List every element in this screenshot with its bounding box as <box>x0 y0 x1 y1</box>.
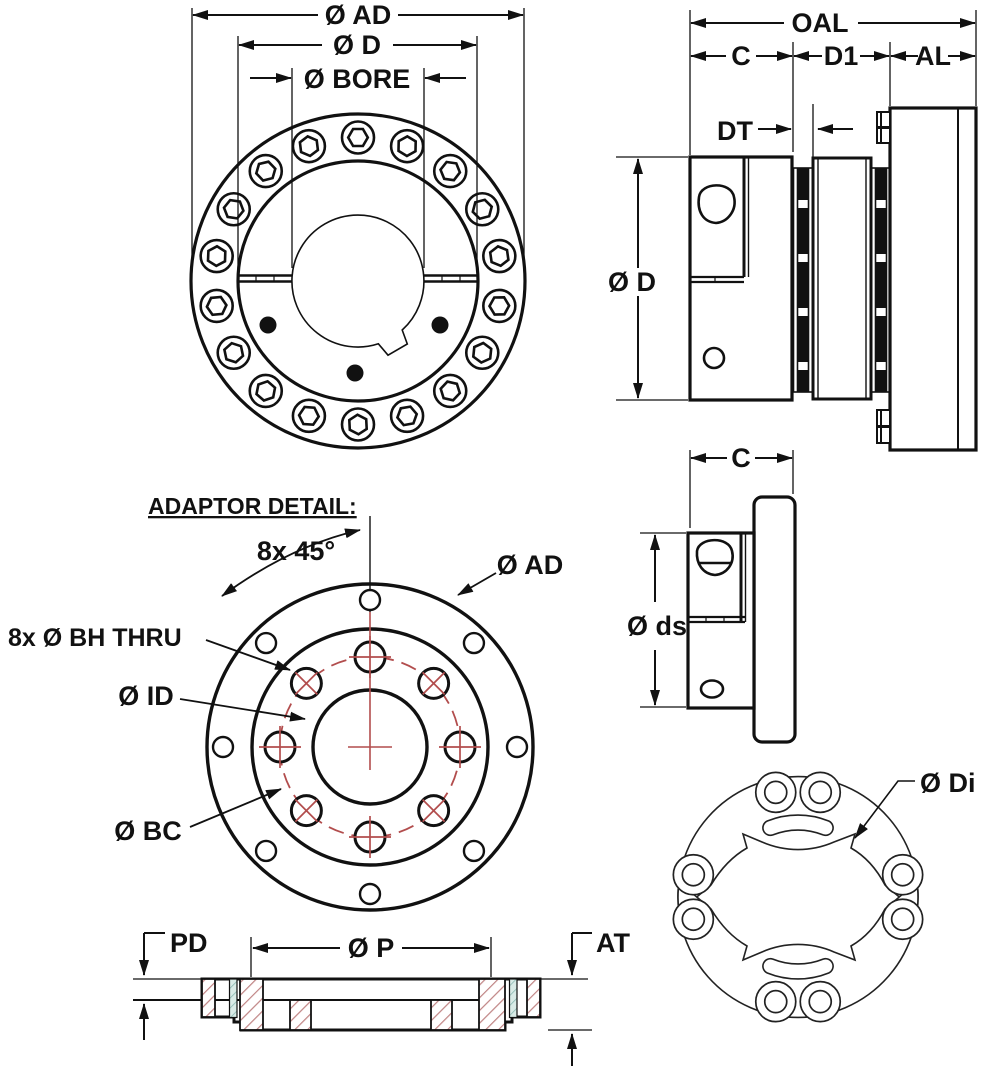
clamp-bolt-hole-2 <box>695 538 734 577</box>
hub-side-view: C Ø ds <box>627 443 797 744</box>
hex-bolt <box>432 153 468 189</box>
disc-pack-2 <box>870 167 892 393</box>
dim-label-bc: Ø BC <box>114 816 182 846</box>
note-8x45: 8x 45° <box>257 536 335 566</box>
clamp-bolt-hole <box>697 184 736 225</box>
adaptor-bolt-tabs <box>876 111 891 444</box>
dim-label-d: Ø D <box>333 30 381 60</box>
hex-bolt <box>216 191 252 227</box>
hex-bolt <box>464 335 500 371</box>
adaptor-outer-holes <box>211 588 529 906</box>
clamp-split-slit <box>238 274 478 283</box>
bolt-hole <box>259 726 301 768</box>
section-view: PD Ø P AT <box>133 928 630 1066</box>
hex-bolt <box>199 238 234 274</box>
disc-pack-1 <box>792 167 814 393</box>
outer-hole <box>462 839 486 863</box>
hub-clamp-slot-2 <box>688 533 747 624</box>
bolt-hole <box>349 636 391 678</box>
dim-label-id: Ø ID <box>118 681 174 711</box>
outer-hole <box>254 631 278 655</box>
hub-pin-hole-2 <box>699 679 725 699</box>
hex-bolt <box>432 373 468 409</box>
bolt-hole <box>417 794 451 828</box>
section-hatch-red <box>201 978 541 1031</box>
hex-bolt <box>291 128 327 164</box>
dim-label-d1: D1 <box>824 41 859 71</box>
hex-bolt <box>340 407 376 442</box>
grommet <box>754 980 797 1023</box>
adaptor-bolt-holes <box>259 636 481 858</box>
front-view: Ø AD Ø D Ø BORE <box>189 0 527 450</box>
hex-bolt <box>291 398 327 434</box>
hub-flange-plate <box>752 495 797 744</box>
bolt-hole <box>439 726 481 768</box>
hex-bolt <box>199 288 234 324</box>
adaptor-detail-title: ADAPTOR DETAIL: <box>148 493 357 519</box>
outer-hole <box>358 882 382 906</box>
hub-dimensions: C Ø ds <box>627 443 794 708</box>
side-dimensions: OAL C D1 AL DT Ø D <box>608 8 977 401</box>
hex-bolt <box>389 398 425 434</box>
hex-bolt <box>340 120 376 155</box>
dim-label-al: AL <box>915 41 951 71</box>
bolt-hole <box>289 794 323 828</box>
dim-label-d: Ø D <box>608 267 656 297</box>
dim-label-p: Ø P <box>348 933 395 963</box>
outer-hole <box>211 735 235 759</box>
center-spacer <box>811 156 873 401</box>
grommet <box>881 898 924 941</box>
grommet <box>799 980 842 1023</box>
disc-callout: Ø Di <box>854 768 976 839</box>
grommet <box>672 853 715 896</box>
bolt-hole <box>417 666 451 700</box>
bolt-hole <box>349 816 391 858</box>
outer-hole <box>505 735 529 759</box>
dim-label-at: AT <box>596 928 630 958</box>
disc-half <box>677 775 919 914</box>
dim-label-ds: Ø ds <box>627 611 687 641</box>
front-dimensions: Ø AD Ø D Ø BORE <box>191 0 525 270</box>
dim-label-ad2: Ø AD <box>497 550 564 580</box>
dim-label-c: C <box>731 41 751 71</box>
section-hatch-teal <box>228 978 518 1019</box>
grommet <box>881 853 924 896</box>
dim-label-c2: C <box>731 443 751 473</box>
section-dimensions: PD Ø P AT <box>133 928 630 1066</box>
adaptor-callouts: 8x 45° Ø AD 8x Ø BH THRU Ø ID Ø BC <box>8 528 564 846</box>
hex-bolt <box>248 153 284 189</box>
hex-bolt <box>482 288 517 324</box>
dim-label-oal: OAL <box>792 8 849 38</box>
grommet <box>672 898 715 941</box>
dim-label-di: Ø Di <box>920 768 976 798</box>
outer-hole <box>462 631 486 655</box>
bore-circle-keyway <box>291 214 425 357</box>
grommet <box>799 771 842 814</box>
clamp-screw-holes <box>259 316 449 382</box>
hub-clamp-slot <box>690 157 750 284</box>
dim-label-bore: Ø BORE <box>304 64 411 94</box>
outer-hole <box>358 588 382 612</box>
dim-label-pd: PD <box>170 928 208 958</box>
hex-bolt <box>464 191 500 227</box>
hub-pin-hole <box>702 346 726 370</box>
dim-label-ad: Ø AD <box>325 0 392 30</box>
disc-pack-view: Ø Di <box>672 768 976 1023</box>
disc-grommets <box>672 771 924 1023</box>
bolt-hole <box>289 666 323 700</box>
note-bh-thru: 8x Ø BH THRU <box>8 624 182 652</box>
front-bolts <box>199 120 517 442</box>
hex-bolt <box>248 373 284 409</box>
grommet <box>754 771 797 814</box>
adaptor-detail-view: ADAPTOR DETAIL: 8x 45° Ø AD 8x Ø BH THRU… <box>8 493 564 912</box>
hex-bolt <box>389 128 425 164</box>
hex-bolt <box>216 335 252 371</box>
hex-bolt <box>482 238 517 274</box>
outer-hole <box>254 839 278 863</box>
dim-label-dt: DT <box>717 116 753 146</box>
output-block <box>888 106 978 452</box>
side-view: OAL C D1 AL DT Ø D <box>608 8 978 452</box>
